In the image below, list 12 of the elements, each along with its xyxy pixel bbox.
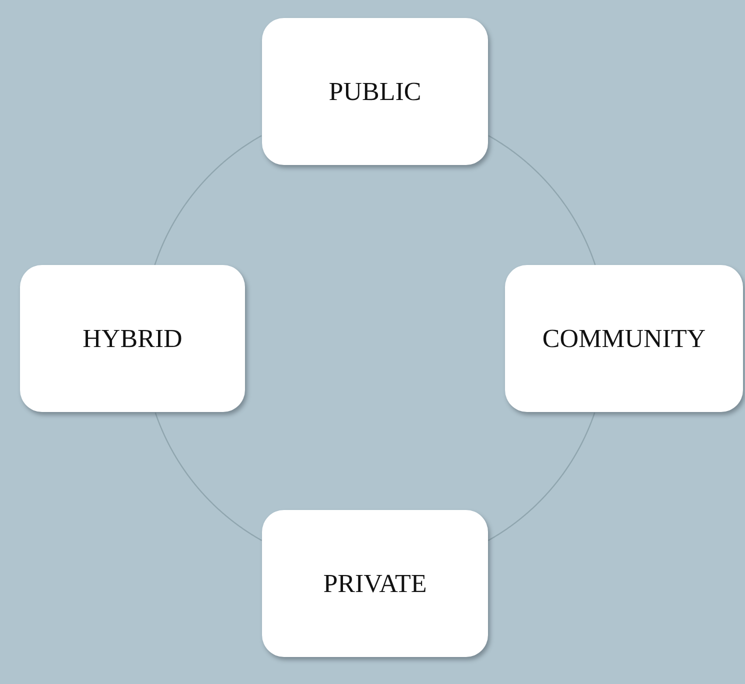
node-label: PRIVATE [323,568,427,598]
rounded-box [505,265,743,412]
rounded-box [262,18,488,165]
connector-arc [154,135,262,266]
node-label: PUBLIC [328,76,422,106]
rounded-box [20,265,245,412]
connector-arc [154,412,262,542]
node-label: COMMUNITY [542,324,706,354]
rounded-box [262,510,488,657]
connector-arc [488,412,596,542]
connector-arc [488,135,596,266]
node-label: HYBRID [82,324,182,354]
